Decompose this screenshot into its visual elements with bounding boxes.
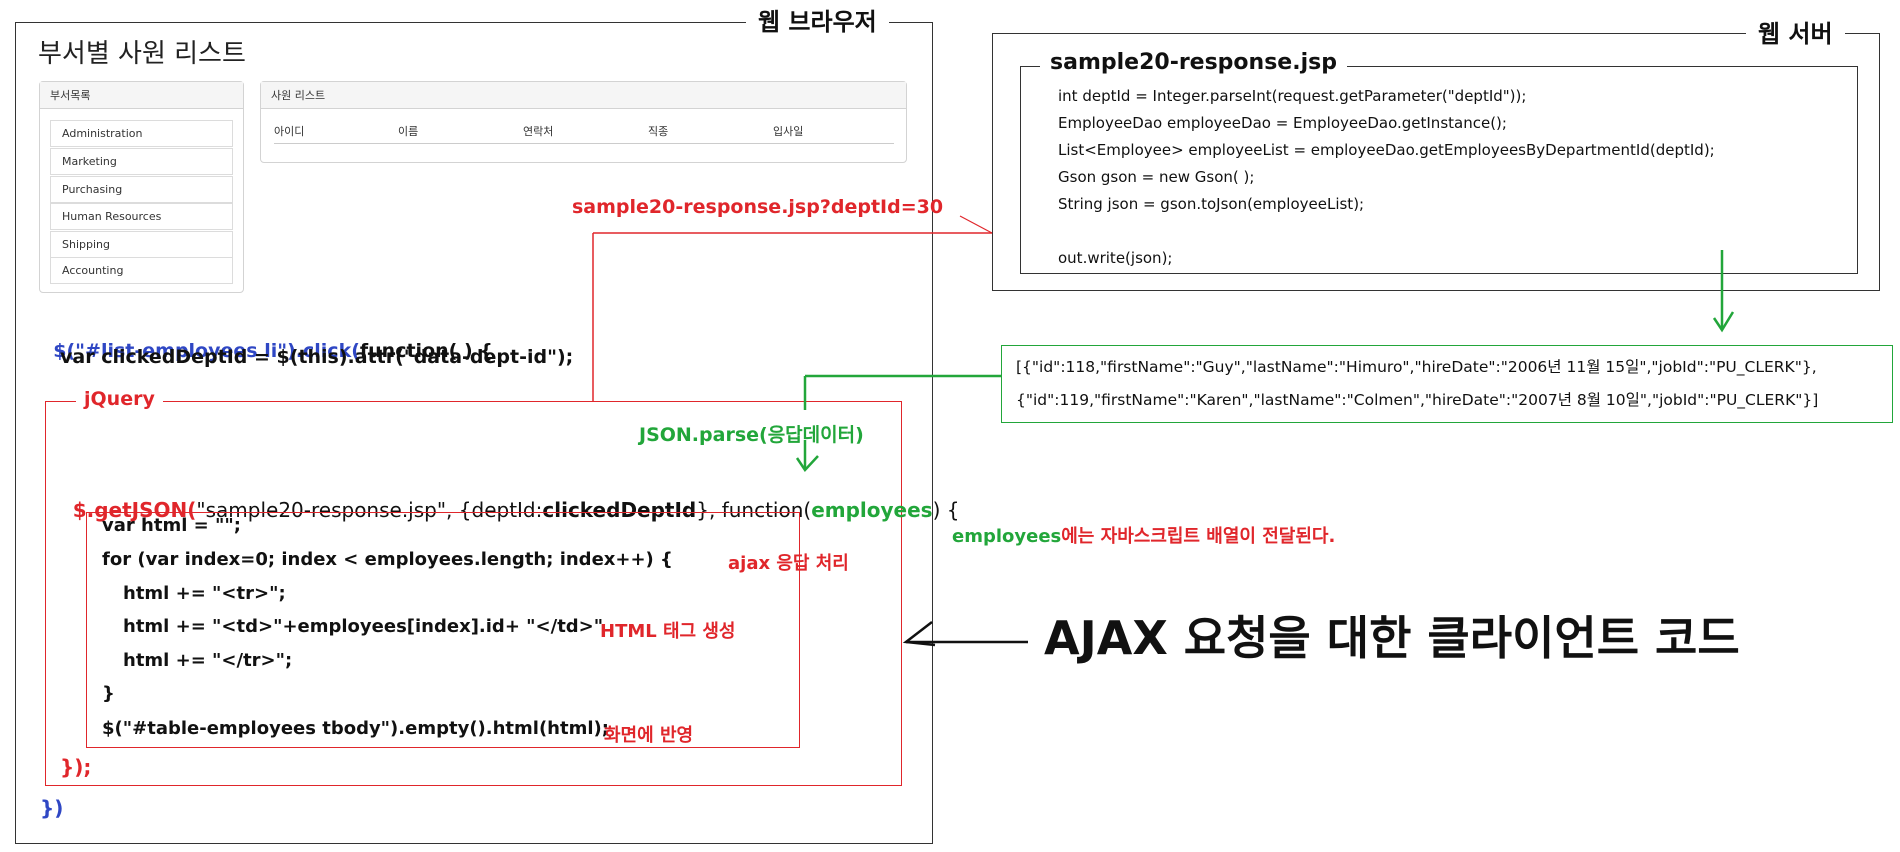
jquery-box: [45, 401, 902, 786]
click-handler-line2: var clickedDeptId = $(this).attr("data-d…: [60, 346, 574, 368]
getjson-param: clickedDeptId: [542, 498, 697, 522]
server-code-line: out.write(json);: [1058, 249, 1173, 267]
request-arrow-tick: [959, 215, 993, 234]
server-code-line: List<Employee> employeeList = employeeDa…: [1058, 141, 1715, 159]
dept-item[interactable]: Accounting: [50, 257, 233, 284]
getjson-line: $.getJSON("sample20-response.jsp", {dept…: [60, 474, 960, 522]
server-frame-title: 웹 서버: [1746, 20, 1845, 48]
dept-item[interactable]: Administration: [50, 120, 233, 147]
jquery-label: jQuery: [76, 388, 163, 410]
page-title: 부서별 사원 리스트: [38, 39, 246, 69]
callback-line: html += "</tr>";: [123, 650, 293, 671]
callback-line: html += "<td>"+employees[index].id+ "</t…: [123, 616, 604, 637]
click-function: function( ) {: [359, 340, 493, 362]
dept-panel: 부서목록 Administration Marketing Purchasing…: [39, 81, 244, 293]
callback-line: var html = "";: [102, 515, 241, 536]
getjson-call: $.getJSON(: [72, 498, 197, 522]
server-code-line: int deptId = Integer.parseInt(request.ge…: [1058, 87, 1527, 105]
jsp-file-box: [1020, 66, 1858, 274]
json-response-box: [1001, 345, 1893, 423]
column-header: 이름: [398, 125, 419, 138]
employees-note-rest: 에는 자바스크립트 배열이 전달된다.: [1061, 526, 1336, 547]
click-handler-close: }): [40, 796, 64, 820]
json-response-line: {"id":119,"firstName":"Karen","lastName"…: [1016, 391, 1819, 409]
annotation-render: 화면에 반영: [604, 725, 694, 746]
callback-line: for (var index=0; index < employees.leng…: [102, 549, 673, 570]
dept-item[interactable]: Shipping: [50, 231, 233, 258]
callback-line: html += "<tr>";: [123, 583, 286, 604]
server-code-line: EmployeeDao employeeDao = EmployeeDao.ge…: [1058, 114, 1507, 132]
employees-note-word: employees: [952, 526, 1062, 547]
dept-item[interactable]: Marketing: [50, 148, 233, 175]
browser-frame-title: 웹 브라우저: [746, 8, 889, 36]
getjson-mid: }, function(: [696, 498, 812, 522]
callback-box: [86, 512, 800, 748]
column-header: 직종: [648, 125, 669, 138]
getjson-url-arg: "sample20-response.jsp", {deptId:: [196, 498, 543, 522]
employee-panel-title: 사원 리스트: [261, 82, 906, 109]
column-header: 아이디: [274, 125, 305, 138]
big-caption: AJAX 요청을 대한 클라이언트 코드: [1044, 611, 1740, 665]
getjson-close: });: [60, 755, 92, 779]
annotation-html-tag: HTML 태그 생성: [600, 621, 736, 642]
server-frame: [992, 33, 1880, 291]
response-arrow-head: [1712, 311, 1735, 333]
employee-table-header: 아이디 이름 연락처 직종 입사일: [274, 123, 894, 144]
server-code-line: String json = gson.toJson(employeeList);: [1058, 195, 1365, 213]
employees-note: employees에는 자바스크립트 배열이 전달된다.: [952, 522, 1335, 548]
annotation-ajax: ajax 응답 처리: [728, 553, 849, 574]
server-code-line: Gson gson = new Gson( );: [1058, 168, 1255, 186]
dept-item[interactable]: Human Resources: [50, 203, 233, 230]
column-header: 입사일: [773, 125, 804, 138]
getjson-suffix: ) {: [932, 498, 960, 522]
column-header: 연락처: [523, 125, 554, 138]
callback-param: employees: [811, 498, 933, 522]
dept-item[interactable]: Purchasing: [50, 176, 233, 203]
request-url-label: sample20-response.jsp?deptId=30: [572, 196, 944, 218]
click-selector: $("#list-employees li").click(: [53, 340, 360, 362]
callback-line: }: [102, 683, 115, 704]
callback-line: $("#table-employees tbody").empty().html…: [102, 718, 609, 739]
jsp-file-title: sample20-response.jsp: [1040, 50, 1347, 75]
json-parse-label: JSON.parse(응답데이터): [639, 424, 864, 446]
browser-frame: [15, 22, 933, 844]
dept-panel-title: 부서목록: [40, 82, 243, 109]
click-handler-line1: $("#list-employees li").click(function( …: [40, 318, 493, 362]
json-response-line: [{"id":118,"firstName":"Guy","lastName":…: [1016, 358, 1817, 376]
employee-panel: 사원 리스트 아이디 이름 연락처 직종 입사일: [260, 81, 907, 163]
